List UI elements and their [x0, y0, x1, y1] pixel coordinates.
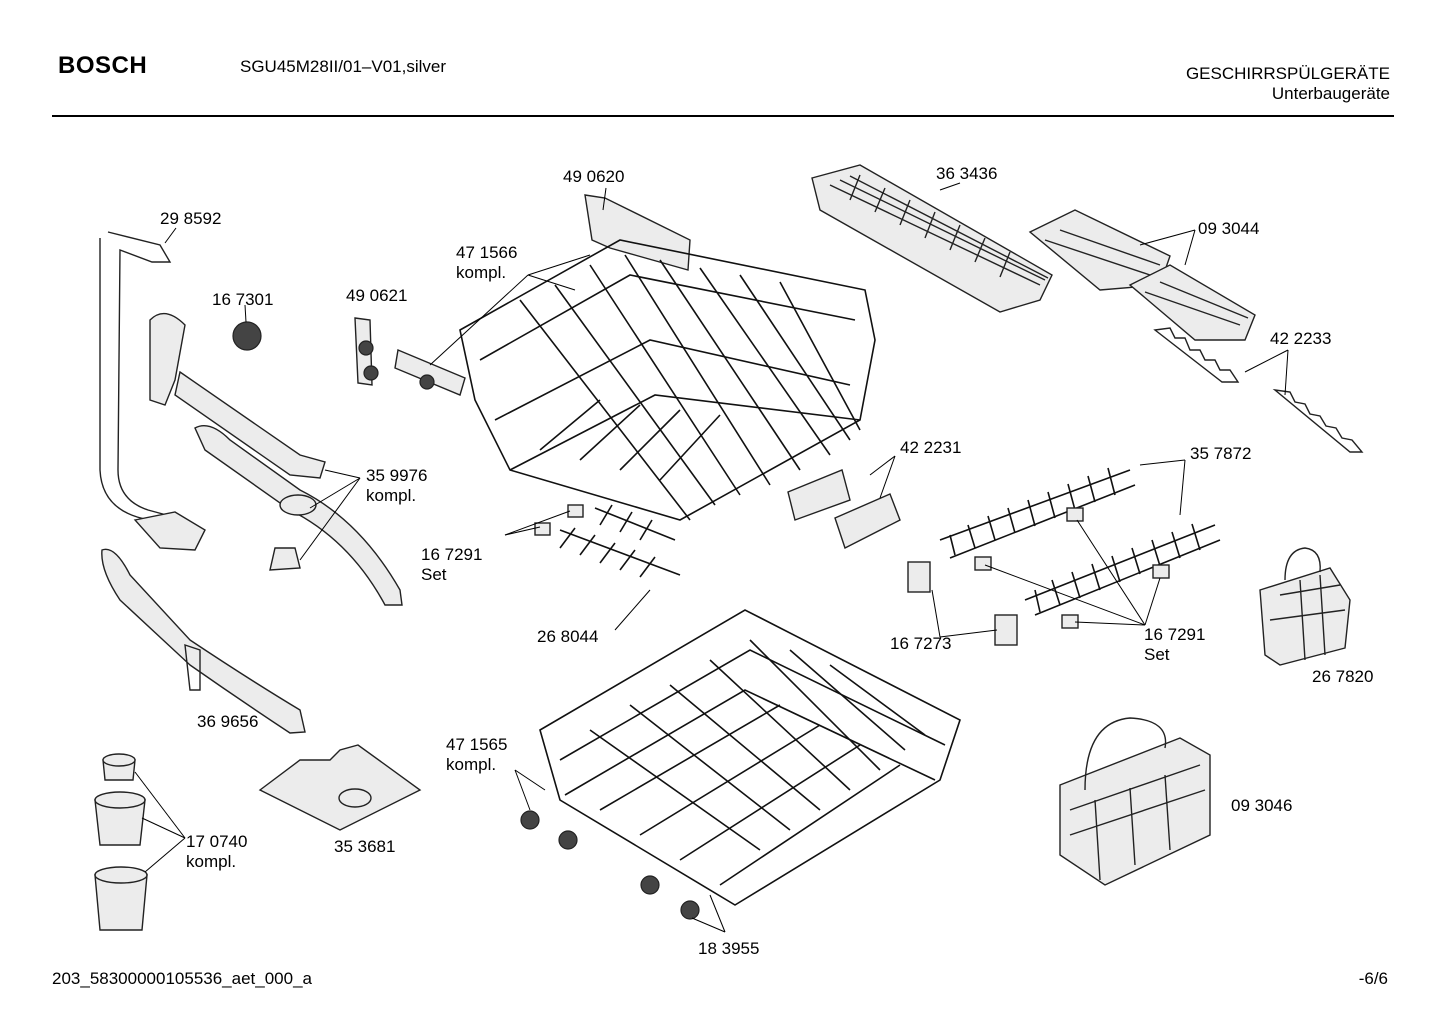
label-353681: 35 3681: [334, 837, 396, 856]
label-471565: 47 1565: [446, 735, 508, 754]
filter-cylinders: [94, 753, 148, 931]
label-167273: 16 7273: [890, 634, 952, 653]
lower-basket: [539, 609, 961, 906]
large-cutlery-basket: [1059, 717, 1211, 886]
label-093044: 09 3044: [1198, 219, 1260, 238]
label-167291-b: 16 7291: [1144, 625, 1206, 644]
label-471565-kompl: kompl.: [446, 755, 497, 774]
label-359976-kompl: kompl.: [366, 486, 417, 505]
leader-lines: [134, 182, 1289, 933]
rail-bracket-part: [354, 317, 466, 396]
header-divider: [52, 115, 1394, 117]
label-359976: 35 9976: [366, 466, 428, 485]
label-268044: 26 8044: [537, 627, 599, 646]
label-170740-kompl: kompl.: [186, 852, 237, 871]
cup-shelf-rack: [811, 164, 1053, 313]
folding-tine-rows: [939, 467, 1221, 616]
label-167301: 16 7301: [212, 290, 274, 309]
clip-strips: [1153, 327, 1364, 453]
clip-parts: [534, 504, 1170, 646]
label-422231: 42 2231: [900, 438, 962, 457]
cup-shelf-tines: [559, 504, 681, 578]
upper-basket: [459, 239, 876, 521]
label-093046: 09 3046: [1231, 796, 1293, 815]
label-170740: 17 0740: [186, 832, 248, 851]
sump-cover-plate: [258, 744, 422, 831]
label-422233: 42 2233: [1270, 329, 1332, 348]
label-490620: 49 0620: [563, 167, 625, 186]
upper-spray-arm-feeder: [149, 312, 403, 606]
label-167291-b-set: Set: [1144, 645, 1170, 664]
label-369656: 36 9656: [197, 712, 259, 731]
spray-arm-supply-pipe: [99, 231, 206, 551]
label-471566-kompl: kompl.: [456, 263, 507, 282]
rack-handle-parts: [787, 469, 901, 549]
label-471566: 47 1566: [456, 243, 518, 262]
filter-disc-part: [232, 321, 262, 351]
brand-logo: BOSCH: [58, 52, 148, 79]
lower-spray-arm: [101, 548, 306, 734]
category-subtitle: Unterbaugeräte: [1271, 84, 1390, 103]
label-298592: 29 8592: [160, 209, 222, 228]
rack-bracket-part: [584, 194, 691, 271]
category-title: GESCHIRRSPÜLGERÄTE: [1185, 64, 1390, 83]
label-363436: 36 3436: [936, 164, 998, 183]
grid-insert-parts: [1028, 209, 1256, 341]
label-357872: 35 7872: [1190, 444, 1252, 463]
basket-wheels: [520, 810, 700, 920]
document-code: 203_58300000105536_aet_000_a: [52, 969, 312, 988]
label-183955: 18 3955: [698, 939, 760, 958]
label-490621: 49 0621: [346, 286, 408, 305]
label-267820: 26 7820: [1312, 667, 1374, 686]
label-167291-a-set: Set: [421, 565, 447, 584]
small-cutlery-basket: [1259, 547, 1351, 666]
model-number: SGU45M28II/01–V01,silver: [240, 57, 446, 76]
page-number: -6/6: [1358, 969, 1388, 988]
label-167291-a: 16 7291: [421, 545, 483, 564]
